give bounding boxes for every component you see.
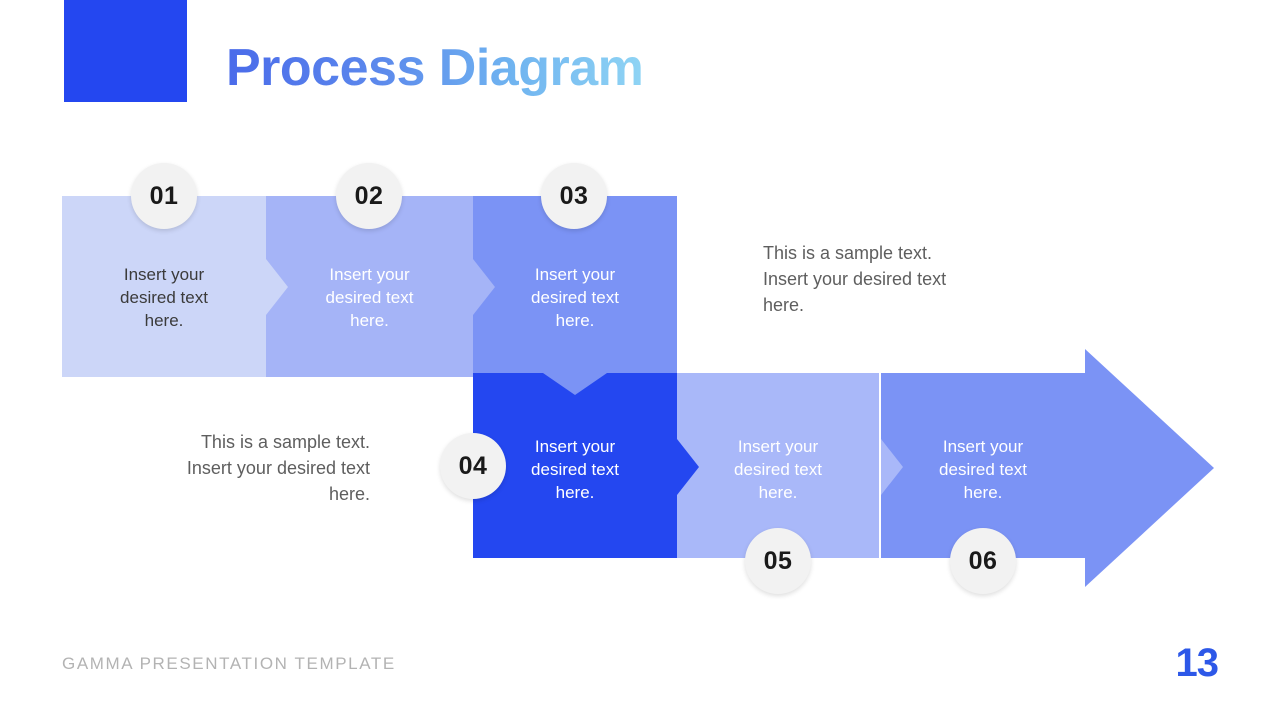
process-step-03-text: Insert your desired text here.	[531, 265, 619, 330]
step-badge-05[interactable]: 05	[745, 528, 811, 594]
step-badge-06[interactable]: 06	[950, 528, 1016, 594]
chevron-right-icon-02	[473, 259, 495, 315]
process-step-03[interactable]: Insert your desired text here.	[473, 196, 677, 377]
process-step-02-text: Insert your desired text here.	[325, 265, 414, 330]
page-number: 13	[1175, 641, 1219, 685]
step-badge-02[interactable]: 02	[336, 163, 402, 229]
step-badge-04[interactable]: 04	[440, 433, 506, 499]
logo-square	[64, 0, 187, 102]
chevron-right-icon-05	[881, 439, 903, 495]
process-step-06-text: Insert your desired text here.	[939, 437, 1027, 502]
page-title: Process Diagram	[226, 36, 644, 100]
process-step-04[interactable]: Insert your desired text here.	[473, 373, 677, 558]
footer-label: GAMMA PRESENTATION TEMPLATE	[62, 654, 396, 673]
chevron-right-icon-04	[677, 439, 699, 495]
step-divider	[879, 373, 881, 558]
process-step-02[interactable]: Insert your desired text here.	[266, 196, 473, 377]
process-step-01-text: Insert your desired text here.	[120, 265, 208, 330]
arrow-head-icon	[1085, 349, 1214, 587]
step-badge-03[interactable]: 03	[541, 163, 607, 229]
process-step-05-text: Insert your desired text here.	[734, 437, 822, 502]
chevron-down-icon-03	[543, 373, 607, 395]
step-badge-01[interactable]: 01	[131, 163, 197, 229]
note-left: This is a sample text. Insert your desir…	[186, 432, 370, 504]
process-step-05[interactable]: Insert your desired text here.	[677, 373, 879, 558]
process-step-06[interactable]: Insert your desired text here.	[881, 373, 1085, 558]
process-step-01[interactable]: Insert your desired text here.	[62, 196, 266, 377]
note-right: This is a sample text. Insert your desir…	[763, 243, 947, 315]
chevron-right-icon-01	[266, 259, 288, 315]
process-step-04-text: Insert your desired text here.	[531, 437, 619, 502]
